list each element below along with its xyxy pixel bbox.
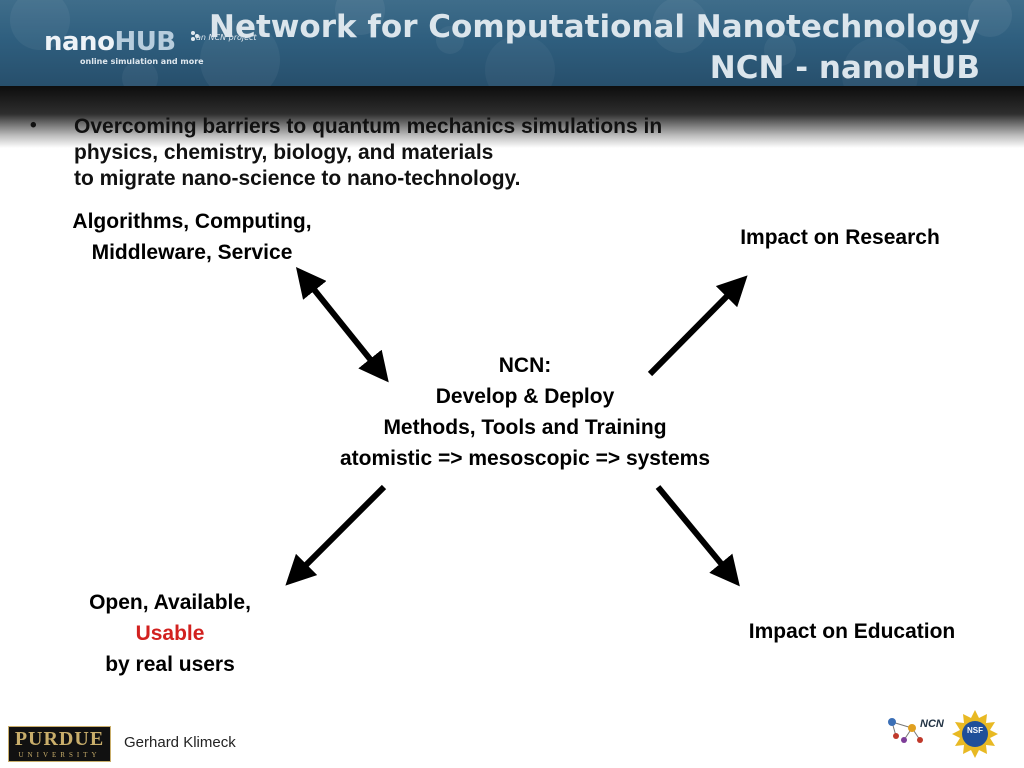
node-center-line-3: Methods, Tools and Training [383, 416, 667, 439]
node-center-line-2: Develop & Deploy [435, 385, 615, 408]
nanohub-logo: nanoHUB online simulation and more [44, 27, 204, 72]
node-center-line-1: NCN: [498, 354, 552, 377]
slide-title-line-1: Network for Computational Nanotechnology [209, 9, 980, 45]
header-banner: nanoHUB online simulation and more an NC… [0, 0, 1024, 86]
arrow-ncn-to-education [655, 485, 740, 587]
nsf-seal-icon [952, 710, 998, 758]
purdue-logo-sub-text: UNIVERSITY [18, 751, 101, 759]
node-open-usable-highlight: Usable [135, 622, 205, 645]
header-texture [10, 0, 1012, 86]
arrow-ncn-to-open [285, 484, 387, 586]
header-shadow-band [0, 86, 1024, 148]
node-open-line-3: by real users [105, 653, 235, 676]
node-ncn-center: NCN: Develop & Deploy Methods, Tools and… [262, 350, 788, 474]
nanohub-logo-text: nanoHUB [44, 27, 176, 57]
node-algorithms: Algorithms, Computing, Middleware, Servi… [22, 206, 362, 268]
ncn-project-tag: an NCN project [196, 33, 257, 42]
ncn-logo-text: NCN [920, 718, 944, 730]
nsf-logo-text: NSF [967, 726, 983, 735]
logo-hub-text: HUB [114, 27, 176, 57]
purdue-logo: PURDUE UNIVERSITY [8, 726, 111, 762]
bullet-marker: • [30, 115, 37, 136]
bullet-text: Overcoming barriers to quantum mechanics… [74, 114, 662, 192]
node-impact-research: Impact on Research [740, 226, 940, 249]
node-algorithms-line-1: Algorithms, Computing, [72, 210, 312, 233]
bullet-line-3: to migrate nano-science to nano-technolo… [74, 167, 521, 190]
bullet-line-1: Overcoming barriers to quantum mechanics… [74, 115, 663, 138]
node-center-line-4: atomistic => mesoscopic => systems [339, 447, 711, 470]
node-open-line-1: Open, Available, [89, 591, 251, 614]
logo-subtitle: online simulation and more [80, 57, 204, 66]
ncn-molecule-icon [191, 31, 199, 41]
node-impact-education: Impact on Education [748, 620, 956, 643]
bullet-line-2: physics, chemistry, biology, and materia… [74, 141, 494, 164]
ncn-network-logo-icon [888, 718, 923, 743]
arrow-ncn-to-research [647, 275, 748, 377]
node-algorithms-line-2: Middleware, Service [91, 241, 293, 264]
author-name: Gerhard Klimeck [124, 734, 236, 751]
purdue-logo-main-text: PURDUE [14, 728, 105, 750]
logo-nano-text: nano [44, 27, 115, 57]
node-open-available: Open, Available, Usable by real users [40, 587, 300, 680]
slide-title-line-2: NCN - nanoHUB [709, 50, 980, 86]
arrow-algorithms-to-ncn [295, 267, 389, 383]
